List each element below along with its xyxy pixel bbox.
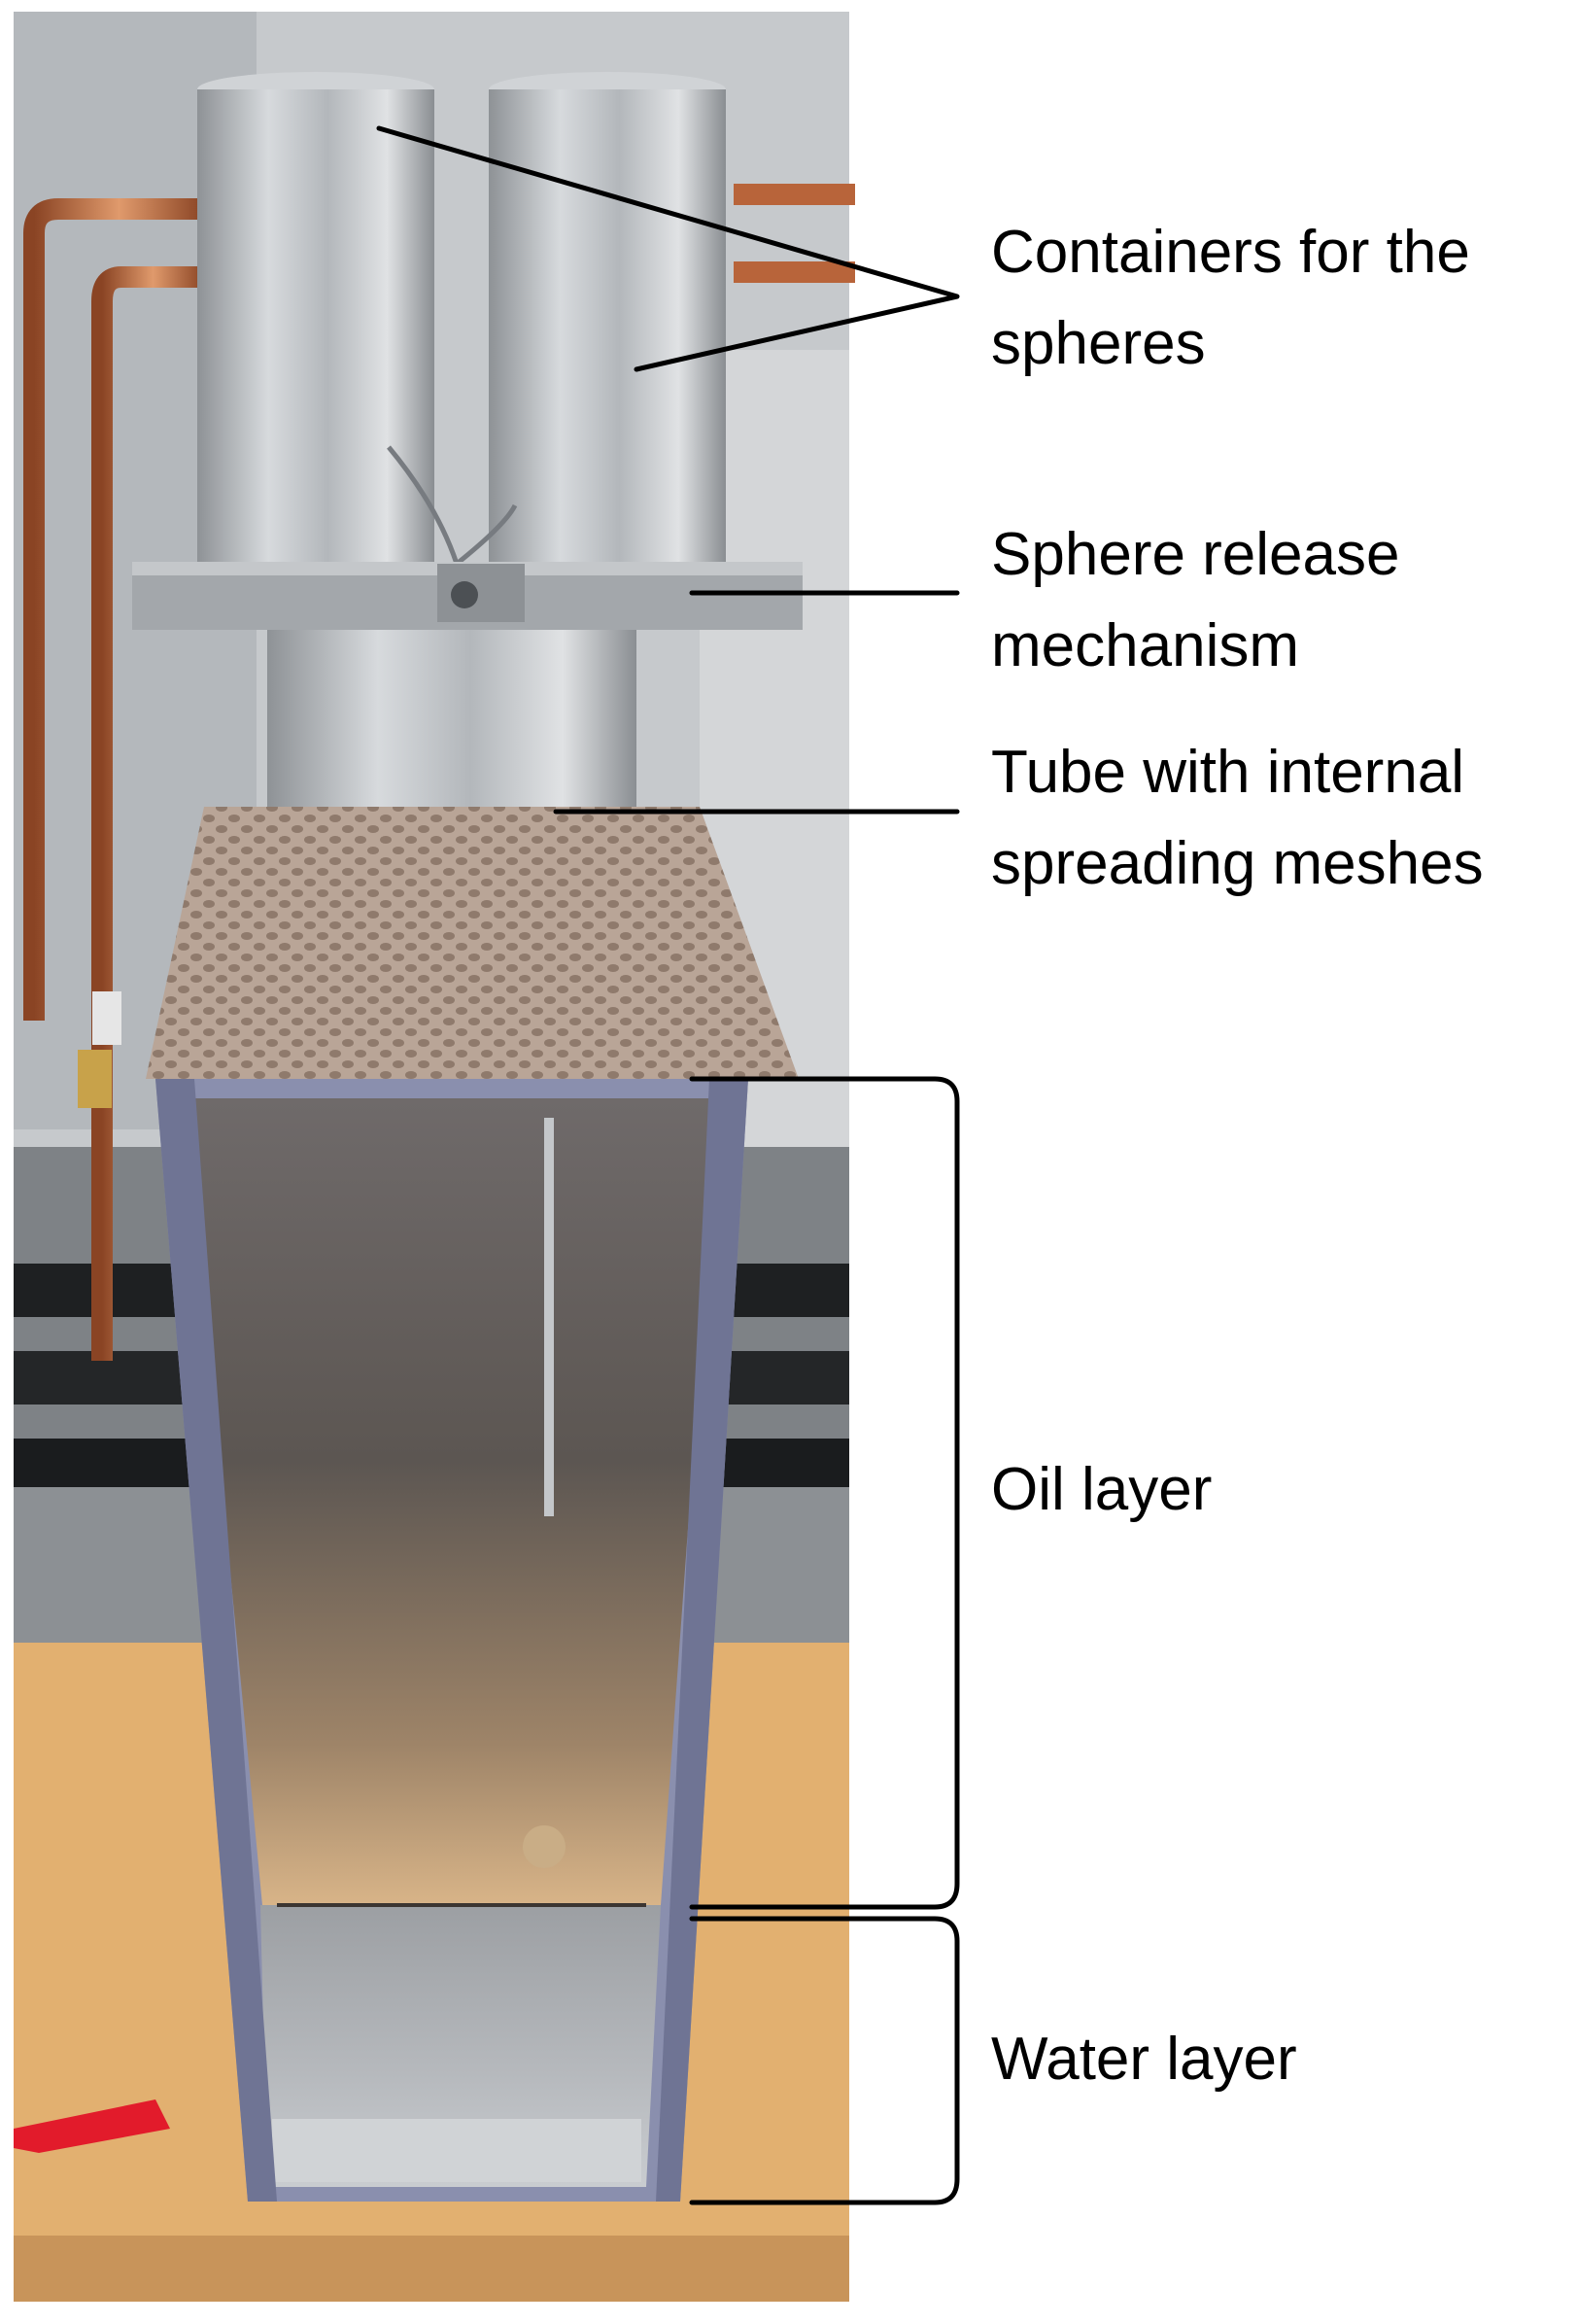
label-containers: Containers for the spheres [991,219,1470,377]
photo [14,12,855,2302]
red-tape [14,2099,170,2153]
annotation-lines [376,125,960,2205]
containers-pointer [376,125,960,372]
label-oil-layer: Oil layer [991,1456,1213,1523]
release-bar [132,562,803,630]
acrylic-tank [155,1079,748,2202]
mesh-plate [146,807,799,1079]
copper-pipes [23,184,855,1361]
label-spreading-tube: Tube with internal spreading meshes [991,739,1484,897]
oil-bracket [689,1076,960,1910]
label-release-mechanism: Sphere release mechanism [991,521,1400,679]
water-bracket [689,1916,960,2205]
label-water-layer: Water layer [991,2026,1297,2093]
bench-shade [14,2236,849,2302]
